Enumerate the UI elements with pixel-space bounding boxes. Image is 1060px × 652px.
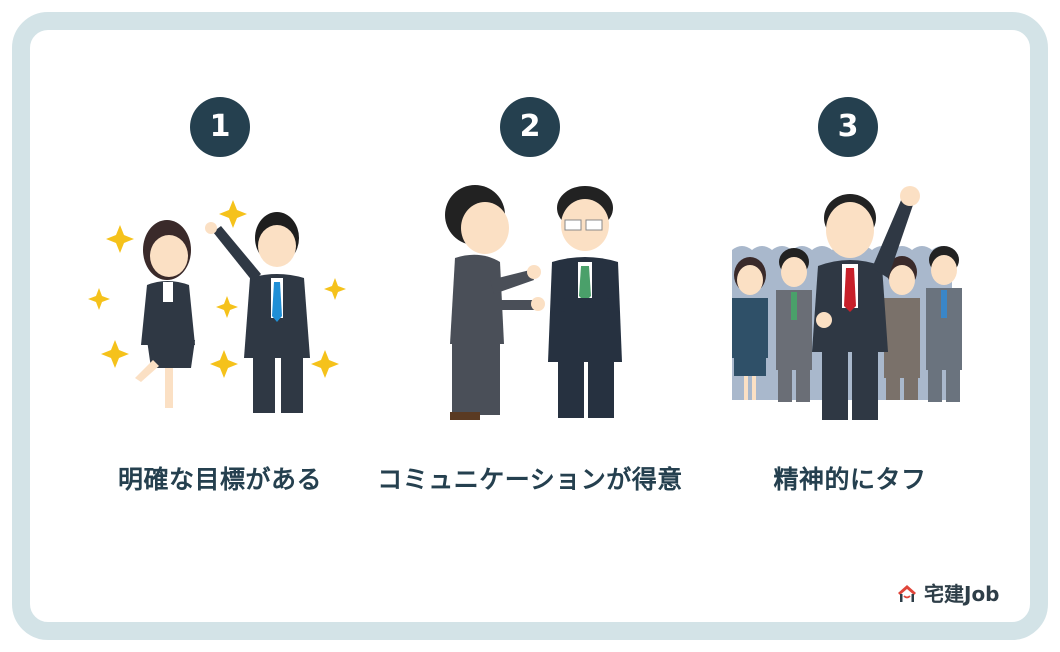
sparkle-icons — [88, 200, 346, 378]
illustration-confident-businesspeople — [88, 200, 346, 413]
brand-logo: 宅建Job — [896, 578, 1000, 607]
step-badge-1: 1 — [190, 97, 250, 157]
logo-text: 宅建Job — [924, 582, 1000, 606]
step-badge-2: 2 — [500, 97, 560, 157]
caption-3: 精神的にタフ — [773, 465, 927, 494]
caption-1: 明確な目標がある — [117, 465, 322, 494]
house-smile-icon — [898, 584, 916, 602]
step-badge-3: 3 — [818, 97, 878, 157]
illustration-leader-with-team — [732, 186, 962, 420]
illustration-businessmen-talking — [445, 185, 622, 420]
caption-2: コミュニケーションが得意 — [377, 465, 683, 494]
